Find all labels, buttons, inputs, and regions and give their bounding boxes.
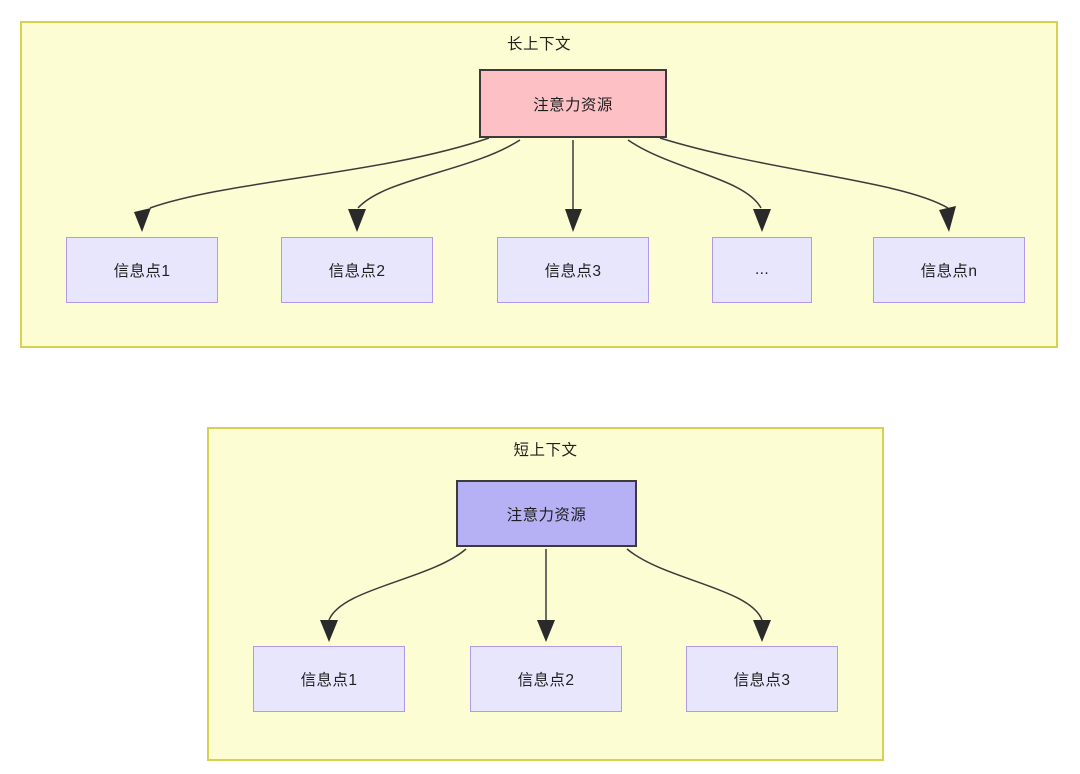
node-long-leaf-3-label: 信息点3 [544, 263, 602, 280]
node-short-leaf-1-label: 信息点1 [300, 672, 358, 689]
node-long-leaf-n-label: 信息点n [920, 263, 978, 280]
node-long-leaf-1[interactable]: 信息点1 [66, 237, 218, 303]
node-long-leaf-ellipsis-label: ... [754, 261, 770, 278]
node-short-root-attention-resource[interactable]: 注意力资源 [456, 480, 637, 547]
node-short-leaf-1[interactable]: 信息点1 [253, 646, 405, 712]
panel-short-context-title: 短上下文 [513, 442, 578, 459]
node-short-leaf-3[interactable]: 信息点3 [686, 646, 838, 712]
node-long-leaf-1-label: 信息点1 [113, 263, 171, 280]
node-long-leaf-n[interactable]: 信息点n [873, 237, 1025, 303]
node-long-root-label: 注意力资源 [533, 96, 613, 114]
panel-long-context-title: 长上下文 [506, 36, 571, 53]
node-long-root-attention-resource[interactable]: 注意力资源 [479, 69, 667, 138]
node-long-leaf-ellipsis[interactable]: ... [712, 237, 812, 303]
node-short-leaf-3-label: 信息点3 [733, 672, 791, 689]
node-short-leaf-2[interactable]: 信息点2 [470, 646, 622, 712]
node-long-leaf-3[interactable]: 信息点3 [497, 237, 649, 303]
node-long-leaf-2[interactable]: 信息点2 [281, 237, 433, 303]
node-long-leaf-2-label: 信息点2 [328, 263, 386, 280]
node-short-leaf-2-label: 信息点2 [517, 672, 575, 689]
node-short-root-label: 注意力资源 [506, 506, 587, 524]
